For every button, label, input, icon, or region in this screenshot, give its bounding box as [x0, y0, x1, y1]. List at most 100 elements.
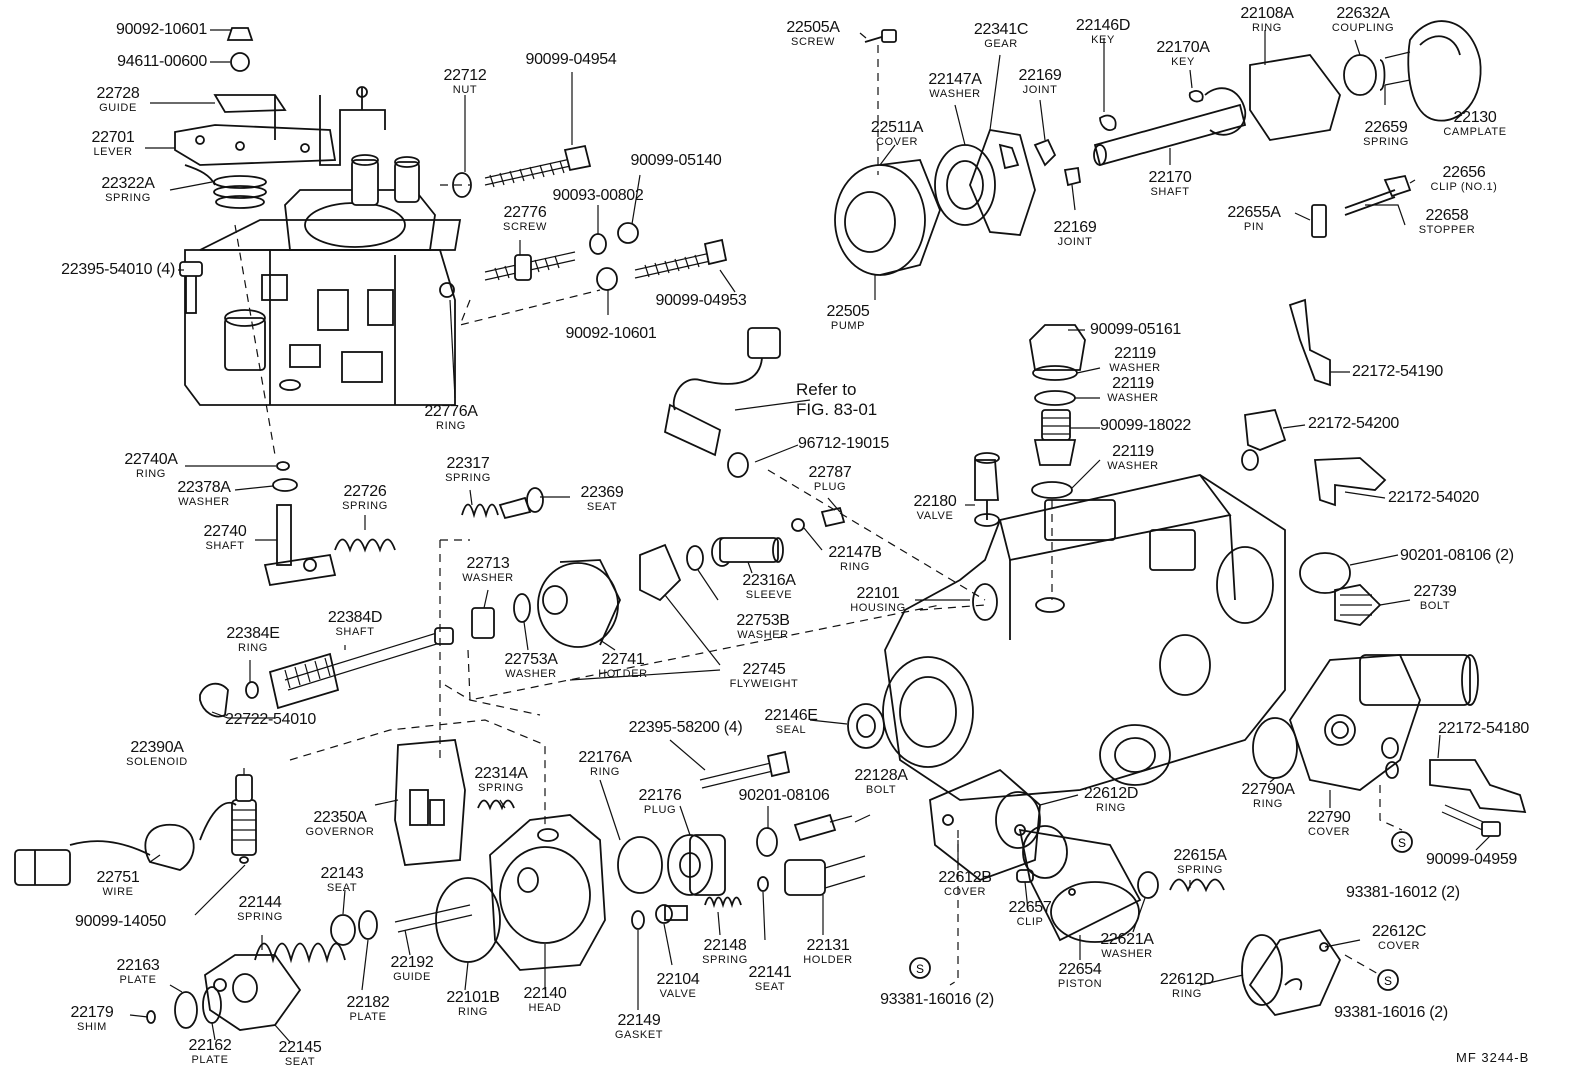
governor-cover-assembly [184, 154, 462, 406]
svg-text:S: S [1398, 836, 1406, 850]
callout-22722-54010: 22722-54010 [225, 711, 317, 728]
callout-22395-54010: 22395-54010 (4) [61, 261, 175, 278]
lever-parts [174, 27, 386, 314]
callout-90201-08106-2: 90201-08106 (2) [1400, 547, 1514, 564]
callout-22395-58200: 22395-58200 (4) [628, 719, 743, 736]
callout-93381-16016-right: 93381-16016 (2) [1334, 1004, 1448, 1021]
callout-90201-08106: 90201-08106 [738, 787, 830, 804]
figure-code: MF 3244-B [1456, 1050, 1530, 1065]
callout-90092-10601-top: 90092-10601 [115, 21, 207, 38]
guide-line-2 [440, 184, 601, 326]
callout-93381-16012: 93381-16012 (2) [1346, 884, 1460, 901]
regulator-valve-stack [974, 324, 1086, 527]
feed-pump-parts [834, 20, 1482, 276]
plug-valve-parts [617, 703, 885, 930]
callout-94611-00600: 94611-00600 [117, 53, 207, 70]
guide-line-1 [234, 224, 276, 456]
reference-line-1: Refer to [796, 380, 857, 399]
governor-shaft-stack [199, 461, 846, 718]
callout-90099-05140: 90099-05140 [630, 152, 722, 169]
callout-90099-04959: 90099-04959 [1426, 851, 1518, 868]
pump-housing [467, 469, 1286, 882]
callout-96712-19015: 96712-19015 [798, 435, 890, 452]
callout-90093-00802: 90093-00802 [552, 187, 644, 204]
solenoid-parts [14, 774, 257, 886]
governor-head-assembly [146, 739, 606, 1031]
callout-22172-54020: 22172-54020 [1388, 489, 1480, 506]
governor-dash-box [289, 539, 546, 830]
callout-22172-54200: 22172-54200 [1308, 415, 1400, 432]
s-marks: S S S [909, 831, 1413, 991]
callout-93381-16016-left: 93381-16016 (2) [880, 991, 994, 1008]
